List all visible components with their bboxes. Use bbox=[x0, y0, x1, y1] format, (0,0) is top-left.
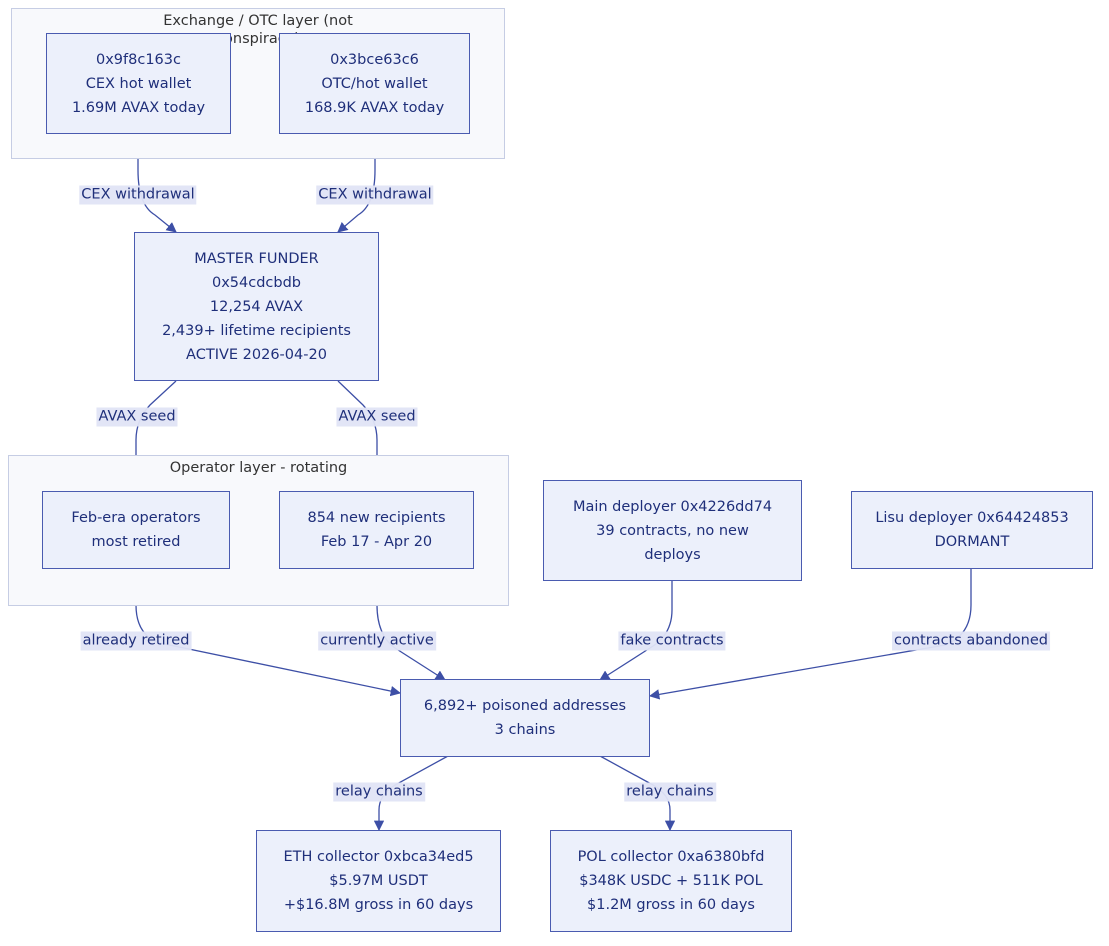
node-line: $348K USDC + 511K POL bbox=[579, 873, 763, 889]
node-line: ETH collector 0xbca34ed5 bbox=[283, 849, 474, 865]
node-line: POL collector 0xa6380bfd bbox=[577, 849, 765, 865]
node-line: Lisu deployer 0x64424853 bbox=[875, 510, 1069, 526]
node-line: ACTIVE 2026-04-20 bbox=[186, 346, 327, 363]
node-line: most retired bbox=[91, 534, 181, 550]
node-line: 0x54cdcbdb bbox=[211, 274, 302, 291]
node-otc-hot-wallet: 0x3bce63c6 OTC/hot wallet 168.9K AVAX to… bbox=[279, 33, 470, 134]
node-line: OTC/hot wallet bbox=[321, 75, 428, 92]
node-line: 0x9f8c163c bbox=[96, 51, 181, 68]
node-line: Feb-era operators bbox=[71, 510, 201, 526]
node-line: 168.9K AVAX today bbox=[304, 99, 445, 116]
node-line: 0x3bce63c6 bbox=[330, 51, 419, 68]
exchange-layer-title-line1: Exchange / OTC layer (not bbox=[163, 13, 353, 29]
node-line: 854 new recipients bbox=[307, 510, 446, 526]
node-eth-collector: ETH collector 0xbca34ed5 $5.97M USDT +$1… bbox=[256, 830, 501, 932]
node-feb-era-operators: Feb-era operators most retired bbox=[42, 491, 230, 569]
edge-label-avax-seed: AVAX seed bbox=[336, 407, 418, 427]
node-line: Feb 17 - Apr 20 bbox=[320, 534, 433, 550]
edge-label-already-retired: already retired bbox=[80, 631, 192, 651]
node-line: $5.97M USDT bbox=[329, 873, 428, 889]
node-lisu-deployer: Lisu deployer 0x64424853 DORMANT bbox=[851, 491, 1093, 569]
node-line: +$16.8M gross in 60 days bbox=[283, 897, 474, 913]
node-line: $1.2M gross in 60 days bbox=[587, 897, 755, 913]
node-line: 2,439+ lifetime recipients bbox=[162, 322, 351, 339]
node-line: 1.69M AVAX today bbox=[71, 99, 206, 116]
node-line: Main deployer 0x4226dd74 bbox=[572, 498, 773, 515]
node-new-recipients: 854 new recipients Feb 17 - Apr 20 bbox=[279, 491, 474, 569]
node-poisoned-addresses: 6,892+ poisoned addresses 3 chains bbox=[400, 679, 650, 757]
node-line: MASTER FUNDER bbox=[194, 250, 319, 267]
node-line: CEX hot wallet bbox=[85, 75, 192, 92]
node-master-funder: MASTER FUNDER 0x54cdcbdb 12,254 AVAX 2,4… bbox=[134, 232, 379, 381]
node-cex-hot-wallet: 0x9f8c163c CEX hot wallet 1.69M AVAX tod… bbox=[46, 33, 231, 134]
edge-label-cex-withdrawal: CEX withdrawal bbox=[79, 185, 197, 205]
edge-label-fake-contracts: fake contracts bbox=[618, 631, 726, 651]
node-line: deploys bbox=[644, 546, 701, 563]
node-line: DORMANT bbox=[934, 534, 1010, 550]
operator-layer-title: Operator layer - rotating bbox=[169, 460, 348, 476]
edge-label-contracts-abandoned: contracts abandoned bbox=[892, 631, 1050, 651]
edge-label-relay-chains: relay chains bbox=[333, 782, 425, 802]
node-main-deployer: Main deployer 0x4226dd74 39 contracts, n… bbox=[543, 480, 802, 581]
node-line: 6,892+ poisoned addresses bbox=[423, 698, 627, 714]
node-line: 12,254 AVAX bbox=[209, 298, 304, 315]
node-line: 39 contracts, no new bbox=[596, 522, 749, 539]
node-line: 3 chains bbox=[494, 722, 556, 738]
edge-label-currently-active: currently active bbox=[318, 631, 436, 651]
node-pol-collector: POL collector 0xa6380bfd $348K USDC + 51… bbox=[550, 830, 792, 932]
edge-label-relay-chains: relay chains bbox=[624, 782, 716, 802]
edge-label-avax-seed: AVAX seed bbox=[96, 407, 178, 427]
exchange-layer-title-line2: conspiracy) bbox=[216, 31, 300, 47]
exchange-layer-title: Exchange / OTC layer (not conspiracy) bbox=[12, 12, 504, 48]
edge-label-cex-withdrawal: CEX withdrawal bbox=[316, 185, 434, 205]
edge-main-deployer-to-poisoned bbox=[599, 581, 673, 681]
